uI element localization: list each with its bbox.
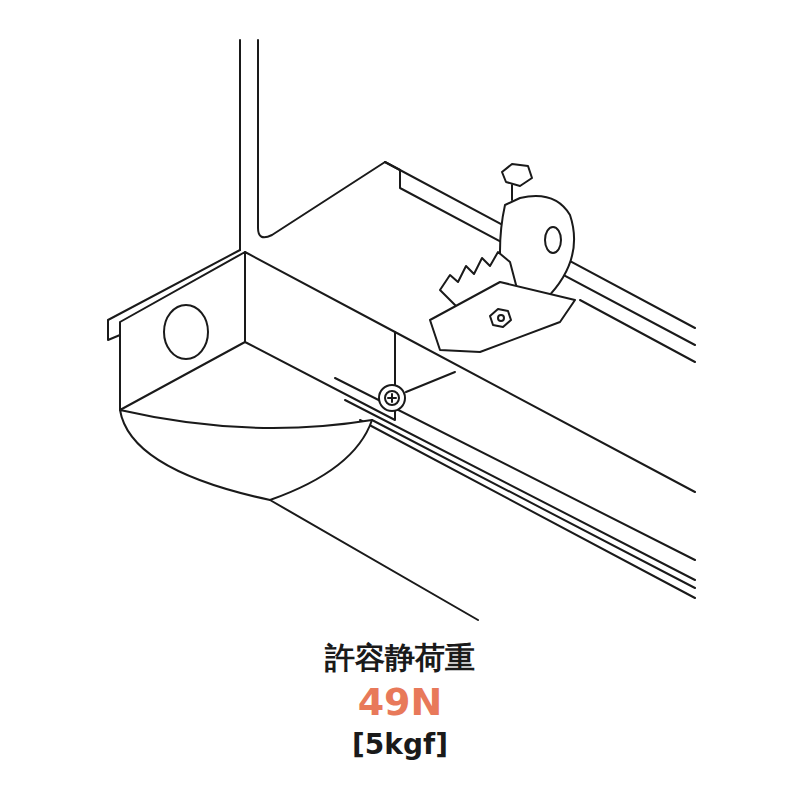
load-heading: 許容静荷重 xyxy=(0,638,800,679)
fixture-edge xyxy=(345,400,695,580)
bolt-head xyxy=(502,164,532,186)
wall-edge xyxy=(258,40,385,237)
load-value: 49N xyxy=(0,680,800,724)
beam-edge xyxy=(580,300,695,362)
fixture-edge xyxy=(335,378,695,560)
fixture-edge xyxy=(360,420,695,598)
slot xyxy=(406,372,455,392)
load-value-kgf: [5kgf] xyxy=(0,728,800,761)
screw xyxy=(379,385,405,411)
box-face xyxy=(120,252,245,410)
nut xyxy=(490,309,511,327)
lamp-edge xyxy=(372,420,695,588)
box-side xyxy=(245,252,395,420)
clamp-hole xyxy=(545,227,561,253)
lamp-cap xyxy=(120,410,372,500)
bolt xyxy=(511,185,513,200)
fixture-edge xyxy=(395,332,695,492)
lamp-edge xyxy=(270,500,478,620)
knockout-hole xyxy=(164,305,208,359)
screw xyxy=(388,394,396,402)
screw xyxy=(385,391,399,405)
clamp-bracket xyxy=(430,282,575,352)
nut xyxy=(498,315,504,321)
wall-edge xyxy=(239,40,241,250)
